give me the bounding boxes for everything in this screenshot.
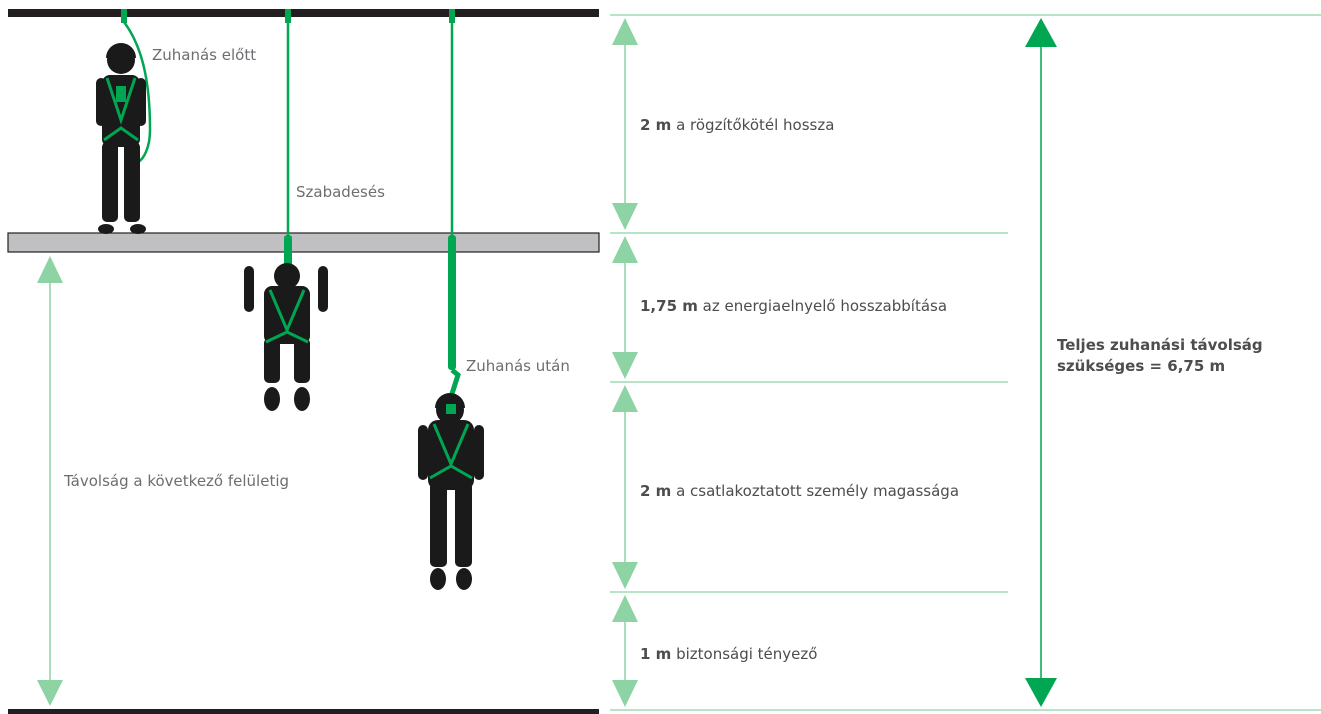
worker-free-fall-icon <box>244 263 328 411</box>
segment-text: a csatlakoztatott személy magassága <box>676 482 960 500</box>
segment-value: 1 m <box>640 645 672 663</box>
distance-to-surface-arrow <box>37 256 63 706</box>
anchor-point-3 <box>449 9 455 23</box>
segment-text: biztonsági tényező <box>676 645 818 663</box>
label-after-fall: Zuhanás után <box>466 357 570 375</box>
worker-standing-icon <box>96 43 146 234</box>
ceiling-beam <box>8 9 599 17</box>
segment-arrow-1 <box>612 18 638 230</box>
total-line-2: szükséges = 6,75 m <box>1057 357 1226 375</box>
ground-line <box>8 709 599 714</box>
segment-text: a rögzítőkötél hossza <box>676 116 835 134</box>
total-distance-label: Teljes zuhanási távolság szükséges = 6,7… <box>1057 335 1263 377</box>
worker-suspended-icon <box>418 393 484 590</box>
segment-label-1: 2 m a rögzítőkötél hossza <box>640 116 834 134</box>
anchor-point-1 <box>121 9 127 23</box>
total-distance-arrow <box>1025 18 1057 707</box>
segment-value: 2 m <box>640 482 672 500</box>
segment-arrow-4 <box>612 595 638 707</box>
segment-value: 2 m <box>640 116 672 134</box>
label-free-fall: Szabadesés <box>296 183 385 201</box>
energy-absorber-deployed <box>448 235 456 370</box>
segment-arrow-3 <box>612 385 638 589</box>
platform <box>7 232 600 253</box>
segment-text: az energiaelnyelő hosszabbítása <box>702 297 948 315</box>
anchor-point-2 <box>285 9 291 23</box>
segment-label-3: 2 m a csatlakoztatott személy magassága <box>640 482 959 500</box>
segment-value: 1,75 m <box>640 297 698 315</box>
label-distance-to-surface: Távolság a következő felületig <box>64 472 290 490</box>
segment-arrow-2 <box>612 236 638 379</box>
segment-label-2: 1,75 m az energiaelnyelő hosszabbítása <box>640 297 947 315</box>
lanyard-hook <box>447 368 461 401</box>
label-before-fall: Zuhanás előtt <box>152 46 257 64</box>
total-line-1: Teljes zuhanási távolság <box>1057 336 1263 354</box>
segment-label-4: 1 m biztonsági tényező <box>640 645 817 663</box>
